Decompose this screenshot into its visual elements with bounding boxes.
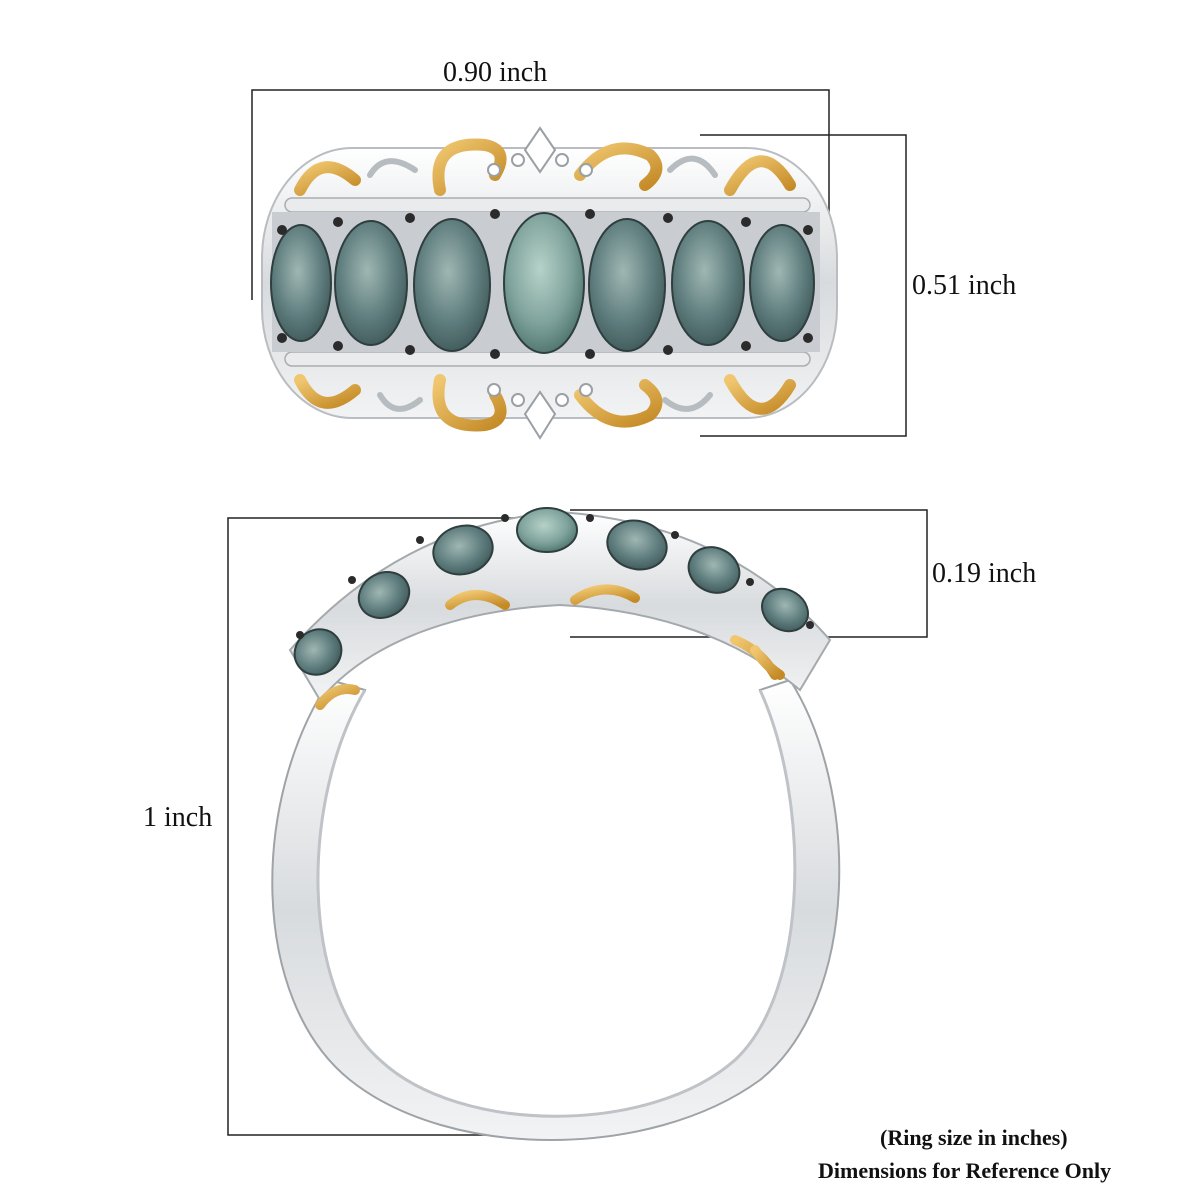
ring-size-note: (Ring size in inches) — [880, 1125, 1068, 1150]
ring-side-view — [271, 507, 841, 1141]
top-view-dimension-lines — [251, 89, 907, 437]
height-bracket — [227, 517, 575, 1136]
height-bracket — [700, 134, 907, 437]
face-height-label: 0.51 inch — [912, 270, 1017, 301]
total-height-label: 1 inch — [143, 802, 213, 833]
width-label: 0.90 inch — [443, 57, 548, 88]
depth-label: 0.19 inch — [932, 558, 1037, 589]
ring-top-view — [261, 126, 838, 440]
reference-note: Dimensions for Reference Only — [818, 1158, 1112, 1183]
width-bracket — [251, 89, 830, 300]
